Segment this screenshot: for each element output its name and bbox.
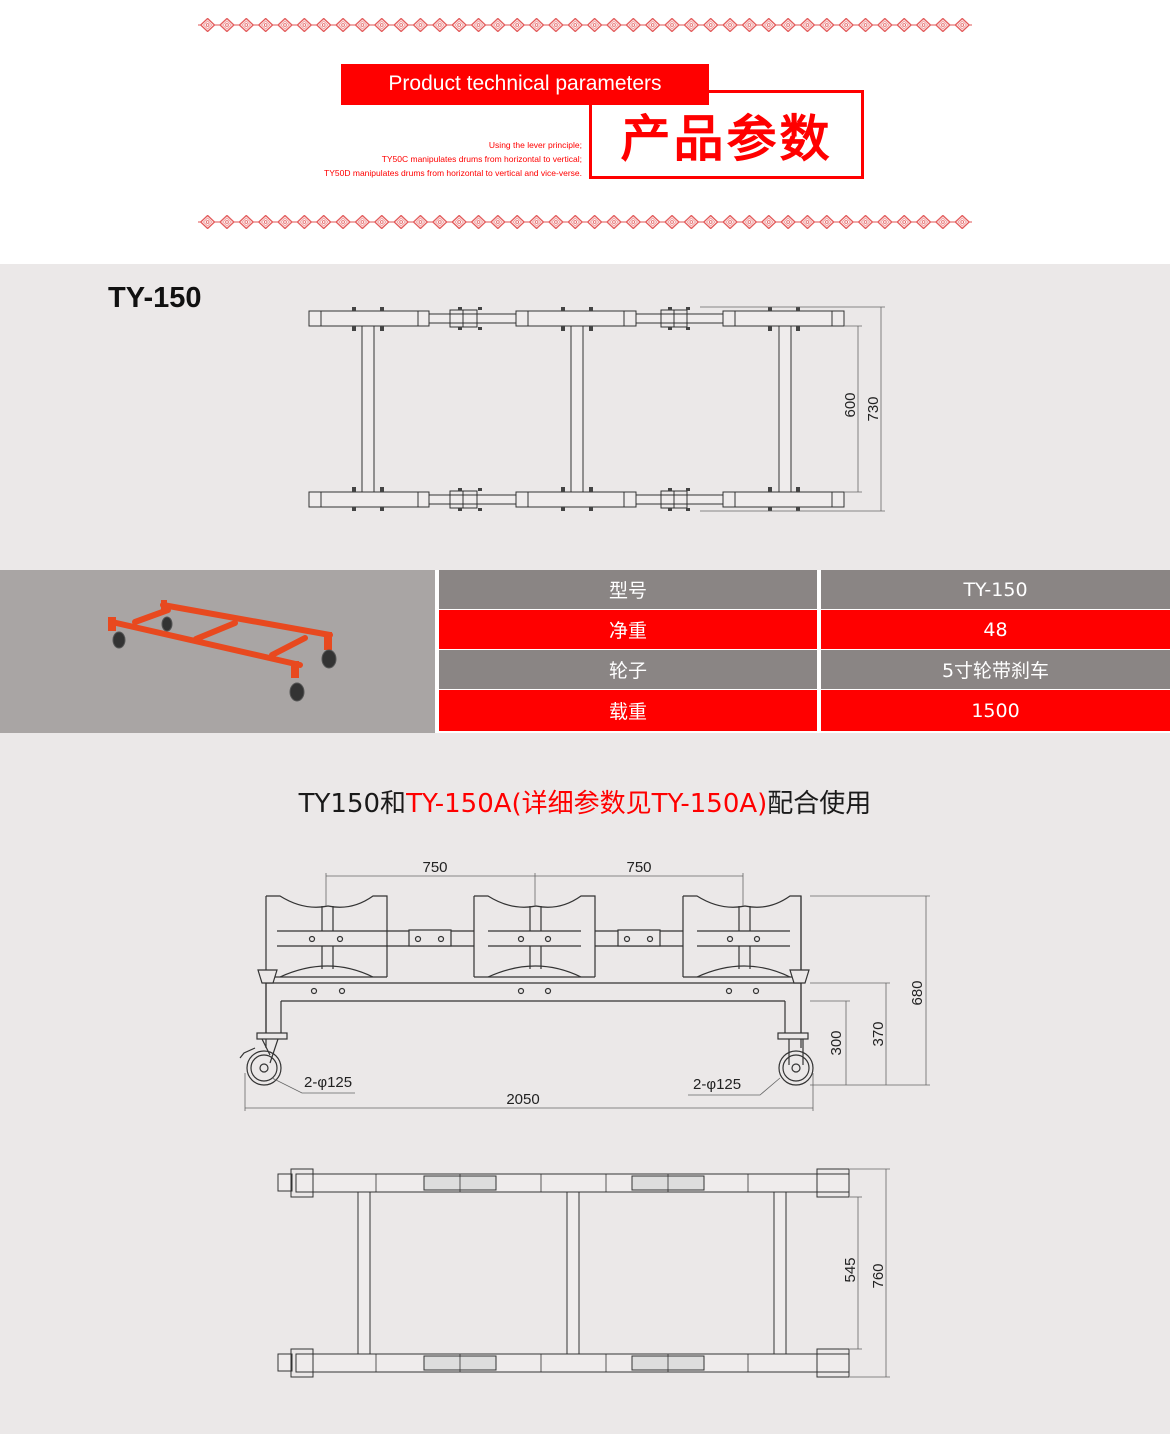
row-label: 载重 xyxy=(439,690,817,731)
header: Product technical parameters 产品参数 Using … xyxy=(0,0,1170,264)
row-value: 48 xyxy=(821,610,1170,649)
dim-545: 545 xyxy=(842,1257,859,1282)
table-row: 载重 1500 xyxy=(439,690,1170,731)
row-value: 5寸轮带刹车 xyxy=(821,650,1170,689)
model-title: TY-150 xyxy=(108,282,202,314)
row-label: 型号 xyxy=(439,570,817,609)
description-line: Using the lever principle; xyxy=(488,140,582,150)
dim-750-left: 750 xyxy=(422,859,447,876)
row-label: 净重 xyxy=(439,610,817,649)
combination-caption: TY150和TY-150A(详细参数见TY-150A)配合使用 xyxy=(0,783,1170,820)
table-row: 轮子 5寸轮带刹车 xyxy=(439,650,1170,689)
description-line: TY50C manipulates drums from horizontal … xyxy=(381,154,582,164)
dim-750-right: 750 xyxy=(626,859,651,876)
top-view-drawing: 600 730 xyxy=(308,306,885,512)
spec-section: 型号 TY-150 净重 48 轮子 5寸轮带刹车 载重 1500 xyxy=(0,570,1170,733)
banner-english-title: Product technical parameters xyxy=(341,64,709,105)
diamond-pattern-icon xyxy=(198,215,972,229)
row-value: TY-150 xyxy=(821,570,1170,609)
spec-table: 型号 TY-150 净重 48 轮子 5寸轮带刹车 载重 1500 xyxy=(439,570,1170,732)
caption-highlight: TY-150A(详细参数见TY-150A) xyxy=(406,789,768,819)
dim-2050: 2050 xyxy=(506,1091,539,1108)
combination-section: TY150和TY-150A(详细参数见TY-150A)配合使用 xyxy=(0,733,1170,1434)
diamond-pattern-icon xyxy=(198,18,972,32)
dim-600: 600 xyxy=(842,392,859,417)
dim-wheel-left: 2-φ125 xyxy=(304,1074,352,1091)
dim-wheel-right: 2-φ125 xyxy=(693,1076,741,1093)
dim-730: 730 xyxy=(865,396,882,421)
row-label: 轮子 xyxy=(439,650,817,689)
table-row: 净重 48 xyxy=(439,610,1170,649)
row-value: 1500 xyxy=(821,690,1170,731)
top-view-section: TY-150 xyxy=(0,264,1170,570)
decorative-border-top xyxy=(198,18,972,32)
product-photo xyxy=(0,570,435,733)
dim-370: 370 xyxy=(870,1021,887,1046)
chinese-title-box: 产品参数 xyxy=(589,90,864,179)
description-line: TY50D manipulates drums from horizontal … xyxy=(324,168,582,178)
dim-680: 680 xyxy=(909,980,926,1005)
caption-suffix: 配合使用 xyxy=(767,789,872,819)
description: Using the lever principle; TY50C manipul… xyxy=(242,138,582,180)
dim-300: 300 xyxy=(828,1030,845,1055)
table-row: 型号 TY-150 xyxy=(439,570,1170,609)
dim-760: 760 xyxy=(870,1263,887,1288)
side-view-drawing: 750 750 2050 680 370 300 2-φ125 2-φ125 xyxy=(239,859,930,1378)
chinese-title: 产品参数 xyxy=(620,110,833,168)
drum-dolly-photo-icon xyxy=(108,600,337,702)
decorative-border-bottom xyxy=(198,215,972,229)
caption-prefix: TY150和 xyxy=(298,789,407,819)
